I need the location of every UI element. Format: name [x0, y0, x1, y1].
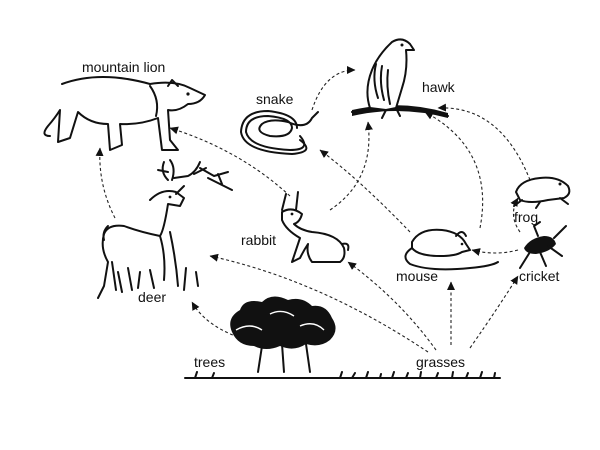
diagram-labels: mountain lion hawk snake frog rabbit dee…: [82, 59, 560, 370]
label-deer: deer: [138, 289, 166, 305]
hawk-illustration: [351, 38, 449, 119]
deer-illustration: [97, 159, 233, 299]
label-snake: snake: [256, 91, 294, 107]
arrow-cricket-to-mouse: [471, 248, 519, 256]
frog-illustration: [513, 176, 571, 209]
ground-line: [184, 371, 501, 379]
cricket-illustration: [519, 221, 567, 269]
mountain-lion-illustration: [43, 76, 206, 151]
arrow-grasses-to-cricket: [469, 275, 519, 349]
label-rabbit: rabbit: [241, 232, 276, 248]
food-web-arrows: [95, 66, 531, 353]
arrow-mouse-to-snake: [319, 149, 411, 233]
arrow-trees-to-deer: [191, 301, 239, 338]
arrow-rabbit-to-mountain-lion: [169, 126, 291, 197]
arrow-rabbit-to-hawk: [329, 121, 373, 211]
label-mouse: mouse: [396, 268, 438, 284]
label-grasses: grasses: [416, 354, 465, 370]
label-hawk: hawk: [422, 79, 456, 95]
arrow-frog-to-hawk: [437, 103, 531, 181]
label-trees: trees: [194, 354, 225, 370]
snake-illustration: [240, 110, 319, 155]
trees-illustration: [230, 296, 336, 373]
arrow-snake-to-hawk: [311, 66, 356, 111]
arrow-grasses-to-rabbit: [347, 261, 437, 351]
arrow-grasses-to-deer: [209, 253, 429, 353]
label-frog: frog: [514, 209, 538, 225]
arrow-mouse-to-hawk: [424, 111, 484, 229]
arrow-cricket-to-frog: [510, 197, 521, 233]
arrow-deer-to-mountain-lion: [95, 147, 116, 219]
rabbit-illustration: [281, 191, 350, 263]
mouse-illustration: [404, 228, 499, 271]
label-cricket: cricket: [519, 268, 560, 284]
label-mountain-lion: mountain lion: [82, 59, 165, 75]
